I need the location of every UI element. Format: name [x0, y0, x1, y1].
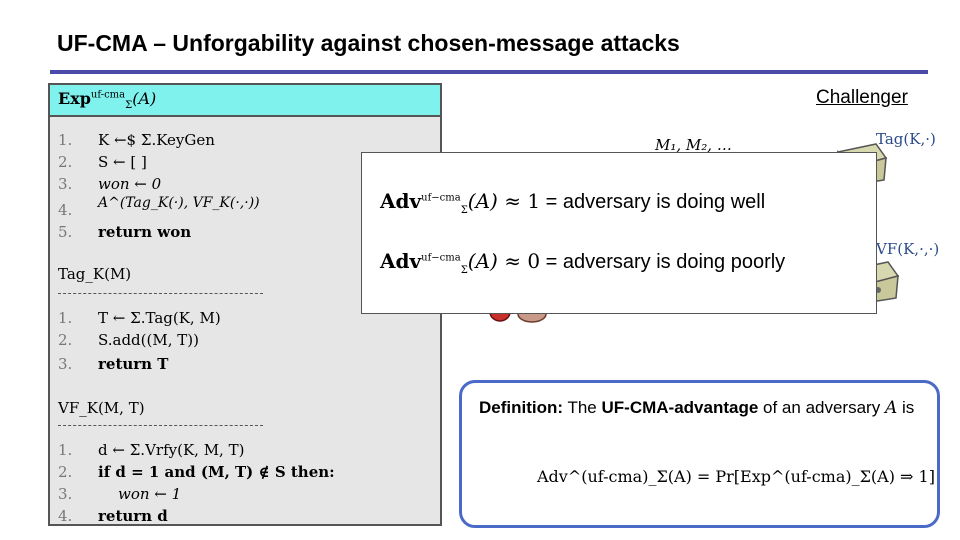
code-line: K ←$ Σ.KeyGen [98, 131, 215, 149]
vf-oracle-header: VF_K(M, T) [58, 399, 145, 417]
line-number: 5. [58, 223, 73, 241]
definition-box: Definition: The UF-CMA-advantage of an a… [459, 380, 940, 528]
line-number: 2. [58, 153, 73, 171]
experiment-title: Expuf-cmaΣ(A) [58, 89, 157, 112]
advantage-overlay: Advuf−cmaΣ(A) ≈ 1 = adversary is doing w… [361, 152, 877, 314]
code-line: S ← [ ] [98, 153, 147, 171]
code-line: return d [98, 507, 168, 525]
tag-oracle-header: Tag_K(M) [58, 265, 132, 283]
code-line: T ← Σ.Tag(K, M) [98, 309, 221, 327]
advantage-well-line: Advuf−cmaΣ(A) ≈ 1 = adversary is doing w… [380, 189, 766, 216]
line-number: 2. [58, 463, 73, 481]
code-line: d ← Σ.Vrfy(K, M, T) [98, 441, 245, 459]
line-number: 4. [58, 201, 73, 219]
challenger-label: Challenger [816, 87, 908, 108]
code-line: return won [98, 223, 192, 241]
line-number: 3. [58, 355, 73, 373]
line-number: 3. [58, 175, 73, 193]
slide-title: UF-CMA – Unforgability against chosen-me… [57, 30, 680, 56]
divider [58, 293, 263, 294]
line-number: 1. [58, 131, 73, 149]
code-line: S.add((M, T)) [98, 331, 199, 349]
vf-oracle-label: VF(K,·,·) [876, 240, 940, 258]
code-line: A^(Tag_K(·), VF_K(·,·)) [98, 195, 260, 211]
advantage-poor-line: Advuf−cmaΣ(A) ≈ 0 = adversary is doing p… [380, 249, 786, 276]
divider [58, 425, 263, 426]
line-number: 2. [58, 331, 73, 349]
experiment-header: Expuf-cmaΣ(A) [50, 85, 440, 117]
code-line: won ← 1 [118, 485, 182, 503]
tag-oracle-label: Tag(K,·) [876, 130, 936, 148]
title-underline [50, 70, 928, 74]
messages-label: M₁, M₂, … [655, 136, 732, 154]
code-line: return T [98, 355, 169, 373]
line-number: 3. [58, 485, 73, 503]
line-number: 4. [58, 507, 73, 525]
code-line: if d = 1 and (M, T) ∉ S then: [98, 463, 335, 481]
definition-text: Definition: The UF-CMA-advantage of an a… [479, 398, 915, 418]
line-number: 1. [58, 309, 73, 327]
code-line: won ← 0 [98, 175, 162, 193]
line-number: 1. [58, 441, 73, 459]
definition-equation: Adv^(uf-cma)_Σ(A) = Pr[Exp^(uf-cma)_Σ(A)… [537, 467, 935, 486]
